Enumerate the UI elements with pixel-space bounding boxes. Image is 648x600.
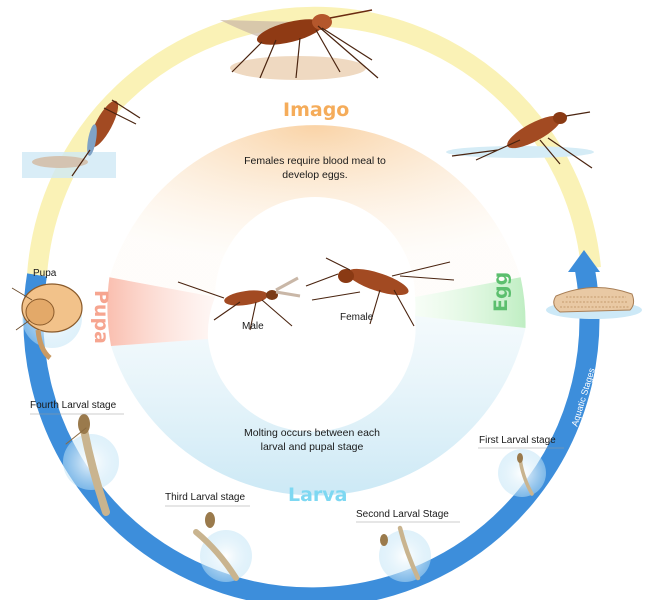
female-mosquito [305, 257, 455, 327]
fourth-larval-label: Fourth Larval stage [30, 400, 117, 411]
male-mosquito [177, 276, 301, 331]
pupa-illustration [11, 283, 83, 360]
first-larval-label: First Larval stage [479, 435, 556, 446]
bubble-third-larval [200, 530, 252, 582]
third-larval-label: Third Larval stage [165, 492, 246, 503]
second-larva [380, 525, 421, 581]
fourth-larva [65, 414, 110, 516]
pupa-label: Pupa [33, 268, 57, 279]
pupa-sector [107, 277, 215, 346]
larvae-illustrations [65, 414, 534, 581]
imago-note: Females require blood meal to develop eg… [244, 155, 386, 181]
female-label: Female [340, 312, 374, 323]
first-larva [517, 453, 534, 496]
third-larva [193, 512, 239, 581]
egg-stage-label: Egg [490, 271, 512, 312]
imago-sector [109, 125, 521, 298]
bubble-second-larval [379, 530, 431, 582]
label-leaders [30, 413, 564, 523]
egg-raft-illustration [546, 286, 642, 319]
egg-sector [415, 277, 526, 328]
second-larval-label: Second Larval Stage [356, 509, 449, 520]
aquatic-arc [23, 268, 600, 600]
egg-laying-mosquito [446, 111, 594, 169]
imago-stage-label: Imago [283, 99, 350, 121]
pupa-stage-label: Pupa [90, 290, 112, 344]
larva-note: Molting occurs between each larval and p… [244, 427, 380, 453]
ring-arrowhead [568, 250, 600, 272]
adult-mosquito-top [220, 9, 379, 80]
inner-sectors [107, 125, 526, 496]
emerging-adult [22, 99, 141, 178]
larva-stage-label: Larva [288, 484, 348, 506]
male-label: Male [242, 321, 264, 332]
larva-sector [111, 316, 526, 496]
